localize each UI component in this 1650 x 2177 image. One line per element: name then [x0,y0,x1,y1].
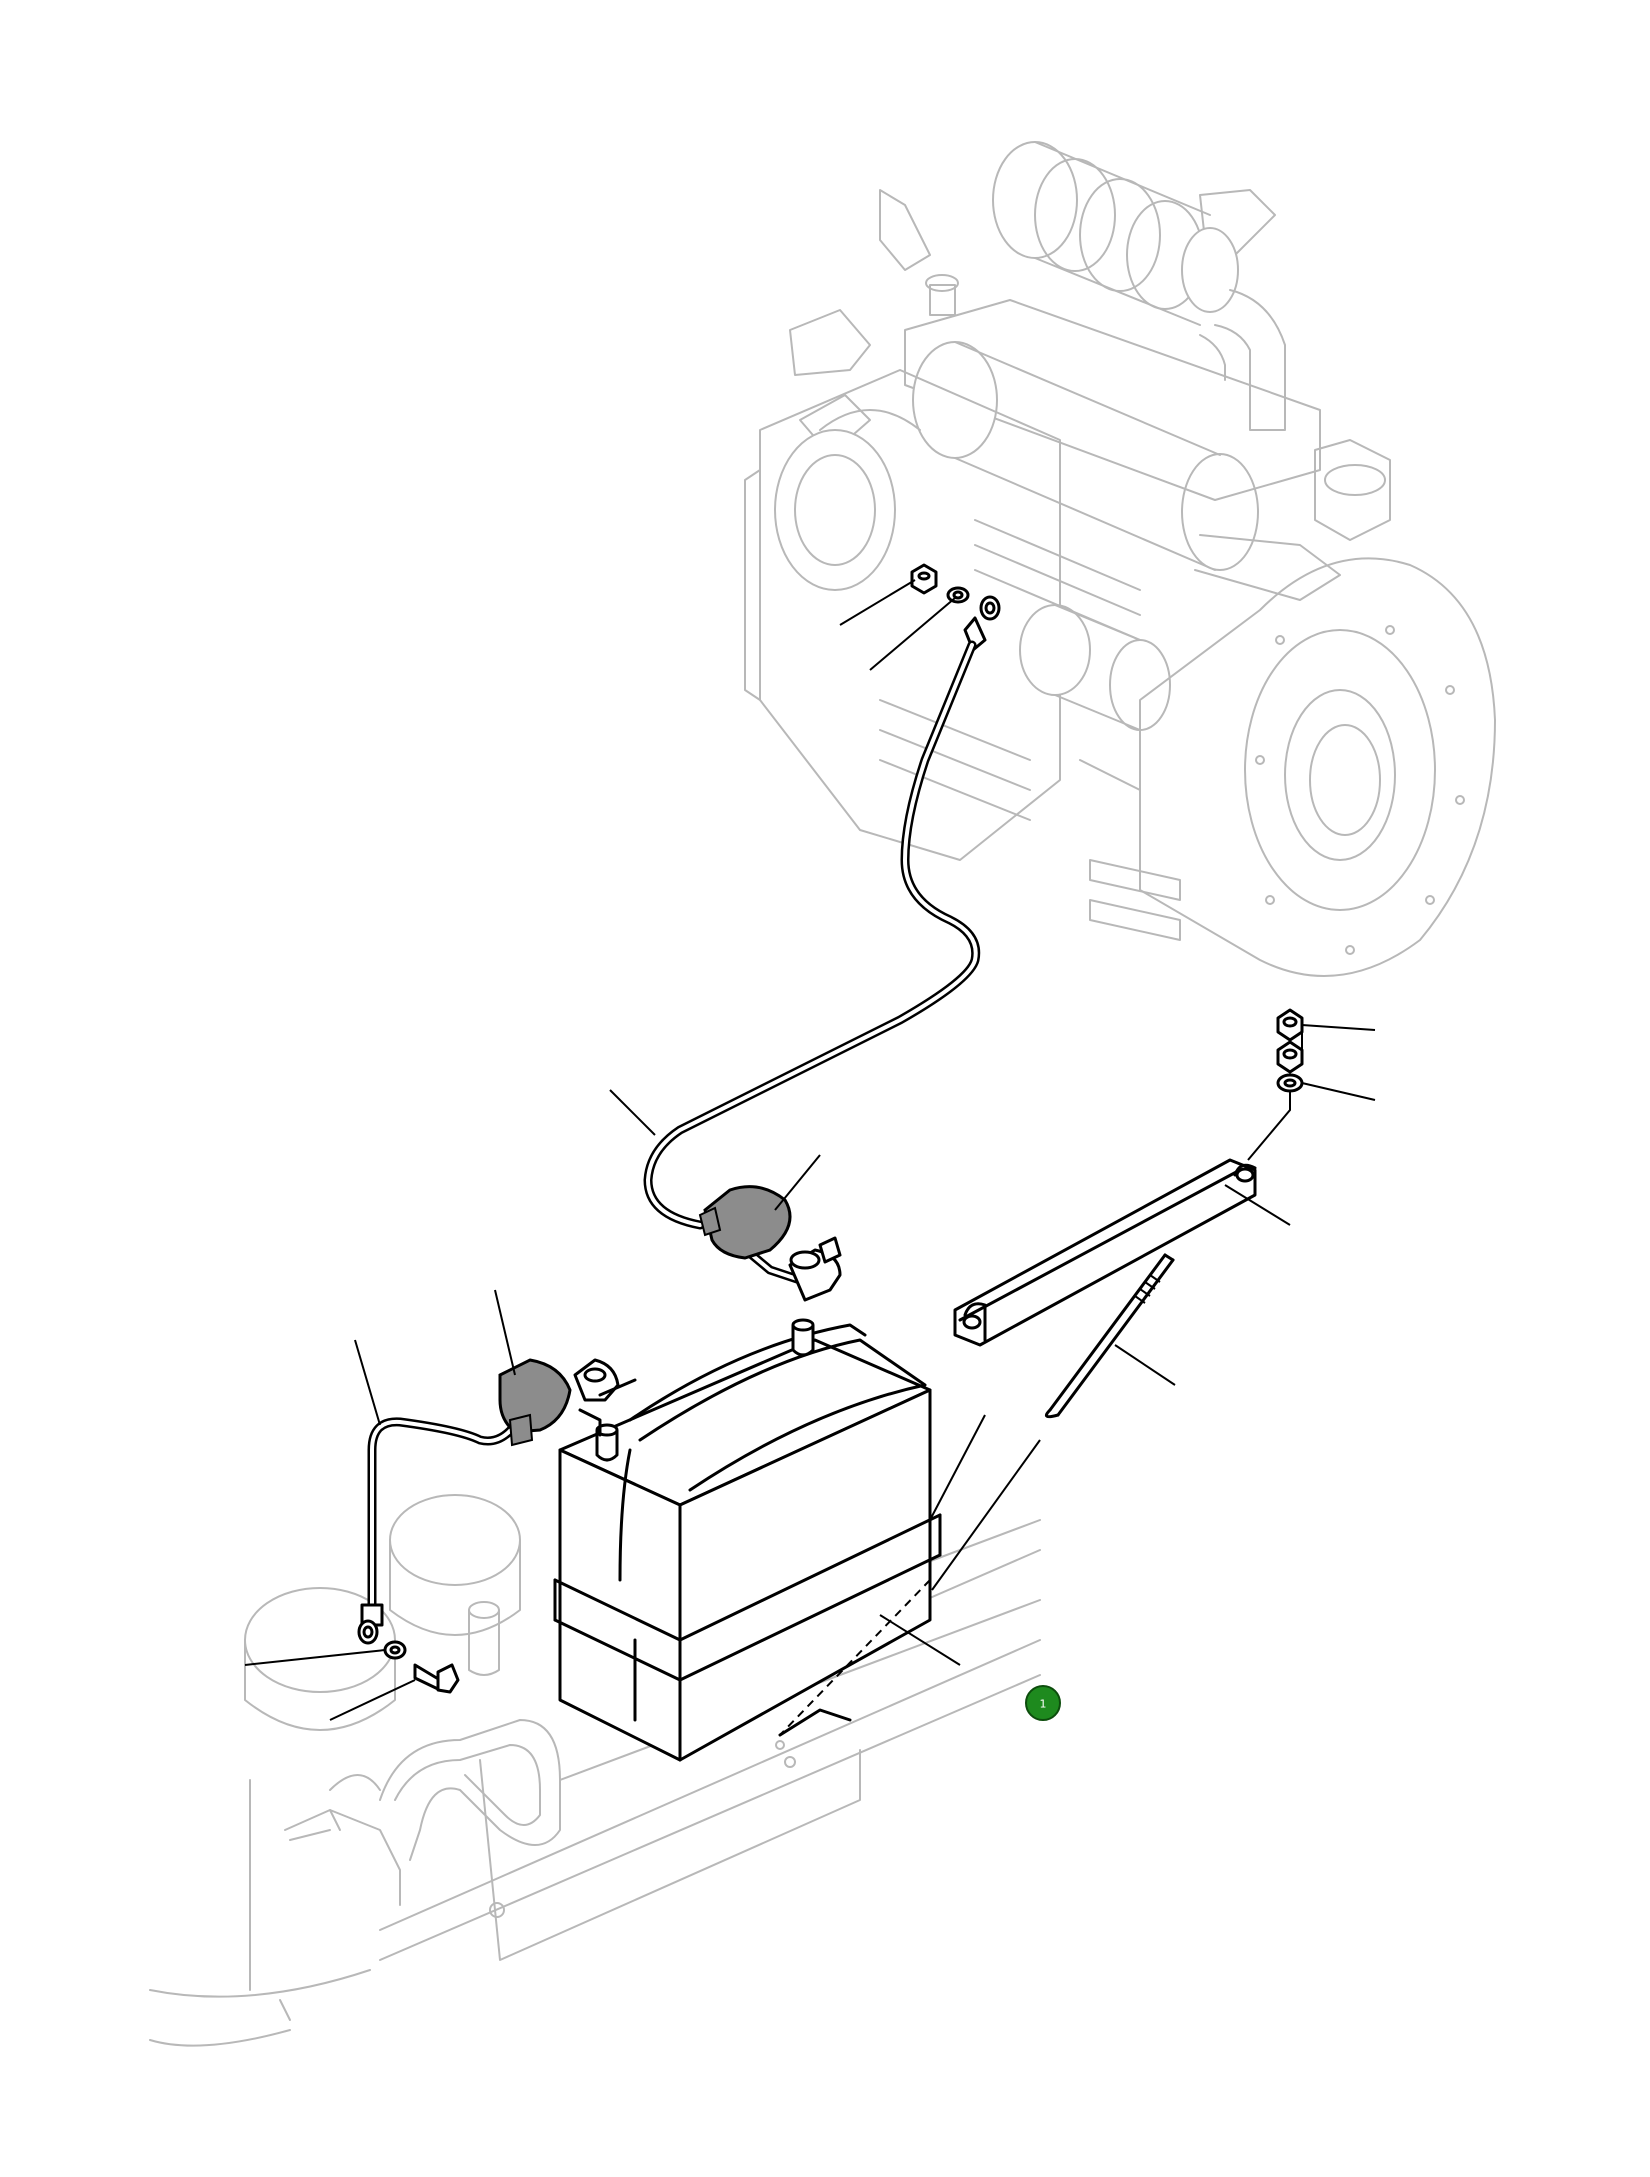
terminal-cover-icon [698,1185,792,1260]
ground-cable [357,1358,637,1645]
hold-down-bar-icon [953,1158,1257,1347]
callout-marker-1[interactable]: 1 [1025,1685,1061,1721]
engine-icon [744,141,1496,977]
battery-cable-icon [643,640,981,1302]
callout-leaders [244,579,1376,1721]
washer-icon [1276,1073,1304,1093]
nut-icon [1276,1008,1304,1074]
battery-icon [553,1318,942,1762]
engine-ground-hardware [910,563,1001,652]
callout-marker-label: 1 [1040,1698,1047,1711]
tie-rod-icon [1044,1253,1175,1419]
bolt-icon [383,1640,460,1694]
bolt-guide-line [1247,1091,1291,1161]
